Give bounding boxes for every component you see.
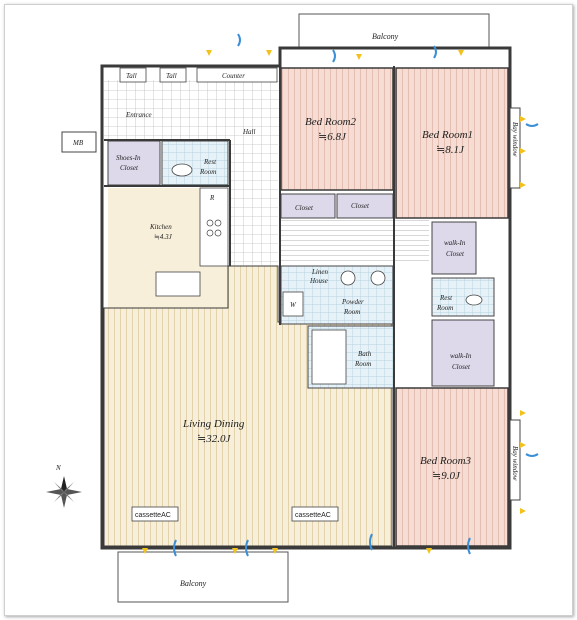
shoes-closet-line2: Closet	[120, 164, 139, 172]
rest-room-2-line2: Room	[436, 304, 453, 312]
kitchen-counter	[199, 187, 229, 267]
shoes-closet	[107, 140, 161, 186]
walkin-2	[431, 319, 495, 387]
compass	[46, 476, 82, 508]
tall-1-label: Tall	[126, 72, 137, 80]
bath-line1: Bath	[358, 350, 372, 358]
walkin-1-line1: walk-In	[444, 239, 466, 247]
bay-window-2	[509, 419, 521, 501]
bedroom1-name: Bed Room1	[422, 129, 473, 141]
corridor	[281, 220, 429, 264]
cassette-ac-1-label: cassetteAC	[135, 512, 171, 519]
rest-room-1-line1: Rest	[203, 158, 217, 166]
walkin-2-line2: Closet	[452, 363, 471, 371]
balcony-top	[298, 13, 490, 49]
north-label: N	[55, 464, 61, 472]
cassette-ac-1	[131, 506, 179, 522]
bedroom3-size: ≒9.0J	[432, 470, 461, 482]
balcony-bottom	[117, 551, 289, 603]
cassette-ac-2-label: cassetteAC	[295, 512, 331, 519]
bath-line2: Room	[354, 360, 371, 368]
stove-1	[206, 219, 214, 227]
interior-walls	[104, 48, 395, 548]
w-mark: W	[290, 301, 297, 309]
tall-2	[159, 67, 187, 83]
sink-2	[370, 270, 386, 286]
hall-area	[230, 80, 278, 265]
bedroom2-size: ≒6.8J	[318, 131, 347, 143]
toilet-1	[171, 163, 193, 177]
tall-1	[119, 67, 147, 83]
stove-2	[214, 219, 222, 227]
rest-room-1-line2: Room	[199, 168, 216, 176]
bedroom-1	[395, 67, 509, 219]
tall-2-label: Tall	[166, 72, 177, 80]
vent-markers	[142, 50, 526, 554]
counter	[196, 67, 278, 83]
linen-line1: Linen	[311, 268, 328, 276]
closet-a	[280, 193, 336, 219]
rest-room-2	[431, 277, 495, 317]
linen-line2: House	[309, 277, 328, 285]
washer	[282, 291, 304, 317]
bathtub	[311, 329, 347, 385]
bedroom2-name: Bed Room2	[305, 116, 357, 128]
cassette-ac-2	[291, 506, 339, 522]
closet-b-label: Closet	[351, 202, 370, 210]
bedroom-2	[280, 67, 394, 191]
kitchen-size: ≒4.3J	[154, 233, 173, 241]
bay-window-2-label: Bay window	[511, 446, 519, 481]
counter-label: Counter	[222, 72, 245, 80]
mb-label: MB	[72, 139, 84, 147]
balcony-bottom-label: Balcony	[180, 579, 207, 588]
sink-1	[340, 270, 356, 286]
walkin-1	[431, 221, 477, 275]
closet-a-label: Closet	[295, 204, 314, 212]
living-size: ≒32.0J	[197, 433, 231, 445]
bay-window-1-label: Bay window	[511, 122, 519, 157]
bedroom3-name: Bed Room3	[420, 455, 472, 467]
airflow-arrows	[173, 33, 539, 557]
hall-label: Hall	[242, 128, 256, 136]
r-mark: R	[209, 194, 215, 202]
stove-3	[206, 229, 214, 237]
powder-line1: Powder	[341, 298, 364, 306]
mb-box	[61, 131, 97, 153]
walkin-2-line1: walk-In	[450, 352, 472, 360]
bedroom-3	[395, 387, 509, 547]
rest-room-2-line1: Rest	[439, 294, 453, 302]
balcony-top-label: Balcony	[372, 32, 399, 41]
rest-room-1	[161, 140, 229, 186]
stove-4	[214, 229, 222, 237]
entrance-label: Entrance	[125, 111, 152, 119]
kitchen-name: Kitchen	[149, 223, 172, 231]
walkin-1-line2: Closet	[446, 250, 465, 258]
shoes-closet-line1: Shoes-In	[116, 154, 141, 162]
kitchen-island	[155, 271, 201, 297]
living-name: Living Dining	[182, 418, 245, 430]
powder-line2: Room	[343, 308, 360, 316]
toilet-2	[465, 294, 483, 306]
bedroom1-size: ≒8.1J	[436, 144, 465, 156]
